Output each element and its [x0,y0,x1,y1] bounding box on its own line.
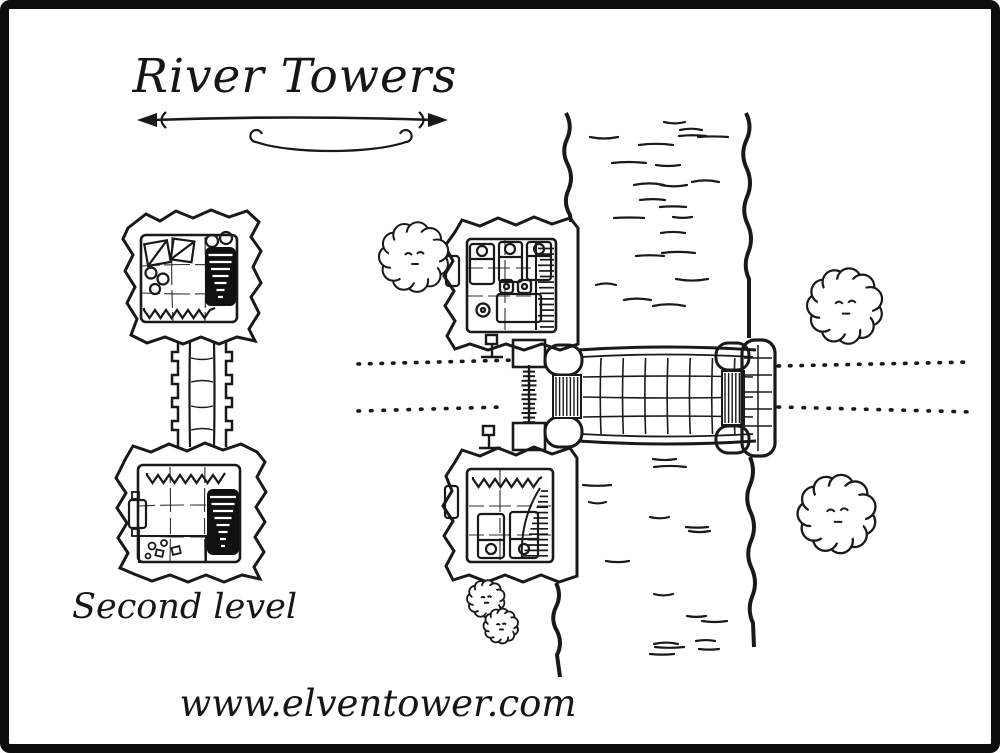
riverside-upper-tower-room [442,215,580,352]
map-title: River Towers [132,49,458,104]
bush-icon [377,221,450,293]
portcullis-gate [479,333,547,452]
beds [468,240,553,286]
bridge-landing-grid [744,345,772,451]
site-watermark: www.elventower.com [180,682,577,725]
table-and-stools [475,278,543,324]
bushes [377,221,884,645]
river-water-strokes [581,120,730,656]
title-block: River Towers [132,49,458,153]
winch-lever-upper [481,333,503,359]
beds [476,510,540,560]
riverside-lower-tower-room [441,445,579,584]
rubble-stones [144,539,182,560]
second-level-plan [114,208,268,584]
dotted-road [356,358,974,414]
bush-icon [466,579,506,619]
lower-tower-floorplan [114,441,268,584]
bridge-left-steps [552,374,582,419]
riverside-towers-plan [441,215,580,584]
winch-lever-lower [479,424,501,450]
bridge-right-steps [721,370,745,426]
level-label: Second level [72,587,297,627]
bush-icon [796,473,877,555]
title-flourish-icon [137,111,448,153]
stone-bridge [543,338,777,458]
connecting-corridor [170,340,234,448]
bush-icon [482,607,519,645]
upper-tower-floorplan [121,208,263,346]
portcullis [521,365,537,424]
bush-icon [805,267,884,345]
river [551,112,757,678]
